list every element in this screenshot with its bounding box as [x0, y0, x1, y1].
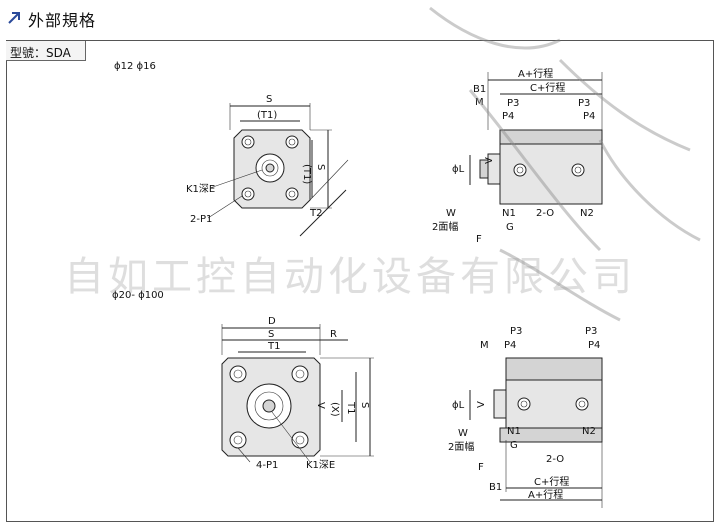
- dim-G: G: [506, 222, 514, 233]
- dim-T1-top: T1: [267, 341, 280, 352]
- label-W2-large: 2面幅: [448, 440, 474, 453]
- dim-M: M: [475, 97, 484, 108]
- label-O: 2-O: [536, 208, 554, 219]
- dim-P3-left: P3: [507, 98, 519, 109]
- dim-R: R: [330, 329, 337, 340]
- dim-phiL-large: ϕL: [452, 400, 465, 411]
- dim-P4-left: P4: [502, 111, 514, 122]
- dim-S-side: S: [315, 164, 326, 170]
- dim-N1-large: N1: [507, 426, 521, 437]
- dim-P4-right: P4: [583, 111, 595, 122]
- dim-phiL: ϕL: [452, 164, 465, 175]
- bore-range-large: ϕ20- ϕ100: [112, 290, 164, 301]
- dim-T1-side-large: T1: [345, 401, 356, 414]
- dim-P4-right-large: P4: [588, 340, 600, 351]
- large-front-view: D S R T1 S T1 (X) V 4-P1 K1深E: [221, 316, 374, 471]
- dim-X: (X): [329, 402, 340, 417]
- small-side-view: A+行程 C+行程 B1 M P3 P3 P4 P4 ϕL V W 2面幅 N1…: [432, 67, 603, 245]
- label-P1-large: 4-P1: [256, 460, 278, 471]
- section-header: 外部規格: [0, 0, 718, 40]
- dim-G-large: G: [510, 440, 518, 451]
- model-label: 型號：SDA: [6, 41, 86, 61]
- dim-S-top: S: [268, 329, 274, 340]
- arrow-icon: [8, 12, 20, 24]
- label-P1: 2-P1: [190, 214, 212, 225]
- watermark-text: 自如工控自动化设备有限公司: [64, 254, 636, 300]
- dim-V-large: V: [315, 402, 326, 409]
- dim-A-large: A+行程: [528, 488, 563, 501]
- dim-P4-left-large: P4: [504, 340, 516, 351]
- dim-F: F: [476, 234, 482, 245]
- dim-B1-large: B1: [489, 482, 502, 493]
- dim-A: A+行程: [518, 67, 553, 80]
- label-W-large: W: [458, 428, 468, 439]
- small-front-view: S (T1) S (T1) T2 K1深E 2-P1: [186, 94, 349, 237]
- dim-V: V: [484, 157, 495, 164]
- dim-D: D: [268, 316, 276, 327]
- dim-T2: T2: [309, 208, 322, 219]
- label-W: W: [446, 208, 456, 219]
- dim-P3-right-large: P3: [585, 326, 597, 337]
- dim-M-large: M: [480, 340, 489, 351]
- dim-N2-large: N2: [582, 426, 596, 437]
- label-K1-large: K1深E: [306, 459, 335, 471]
- dim-B1: B1: [473, 84, 486, 95]
- dim-C: C+行程: [530, 81, 565, 94]
- dim-F-large: F: [478, 462, 484, 473]
- label-W2: 2面幅: [432, 220, 458, 233]
- dim-N1: N1: [502, 208, 516, 219]
- section-title: 外部規格: [28, 11, 97, 30]
- label-K1: K1深E: [186, 183, 215, 195]
- dim-T1: (T1): [257, 110, 277, 121]
- dim-P3-right: P3: [578, 98, 590, 109]
- bore-range-small: ϕ12 ϕ16: [114, 61, 156, 72]
- dim-S-side-large: S: [359, 402, 370, 408]
- large-side-view: P3 P3 P4 P4 M ϕL V W 2面幅 N1 2-O N2 G F C…: [448, 326, 603, 508]
- watermark-strokes: [429, 6, 701, 322]
- label-O-large: 2-O: [546, 454, 564, 465]
- dim-S: S: [266, 94, 272, 105]
- dim-T1-side: (T1): [301, 164, 312, 184]
- dim-C-large: C+行程: [534, 475, 569, 488]
- dim-P3-left-large: P3: [510, 326, 522, 337]
- dim-N2: N2: [580, 208, 594, 219]
- dim-V-side-large: V: [476, 401, 487, 408]
